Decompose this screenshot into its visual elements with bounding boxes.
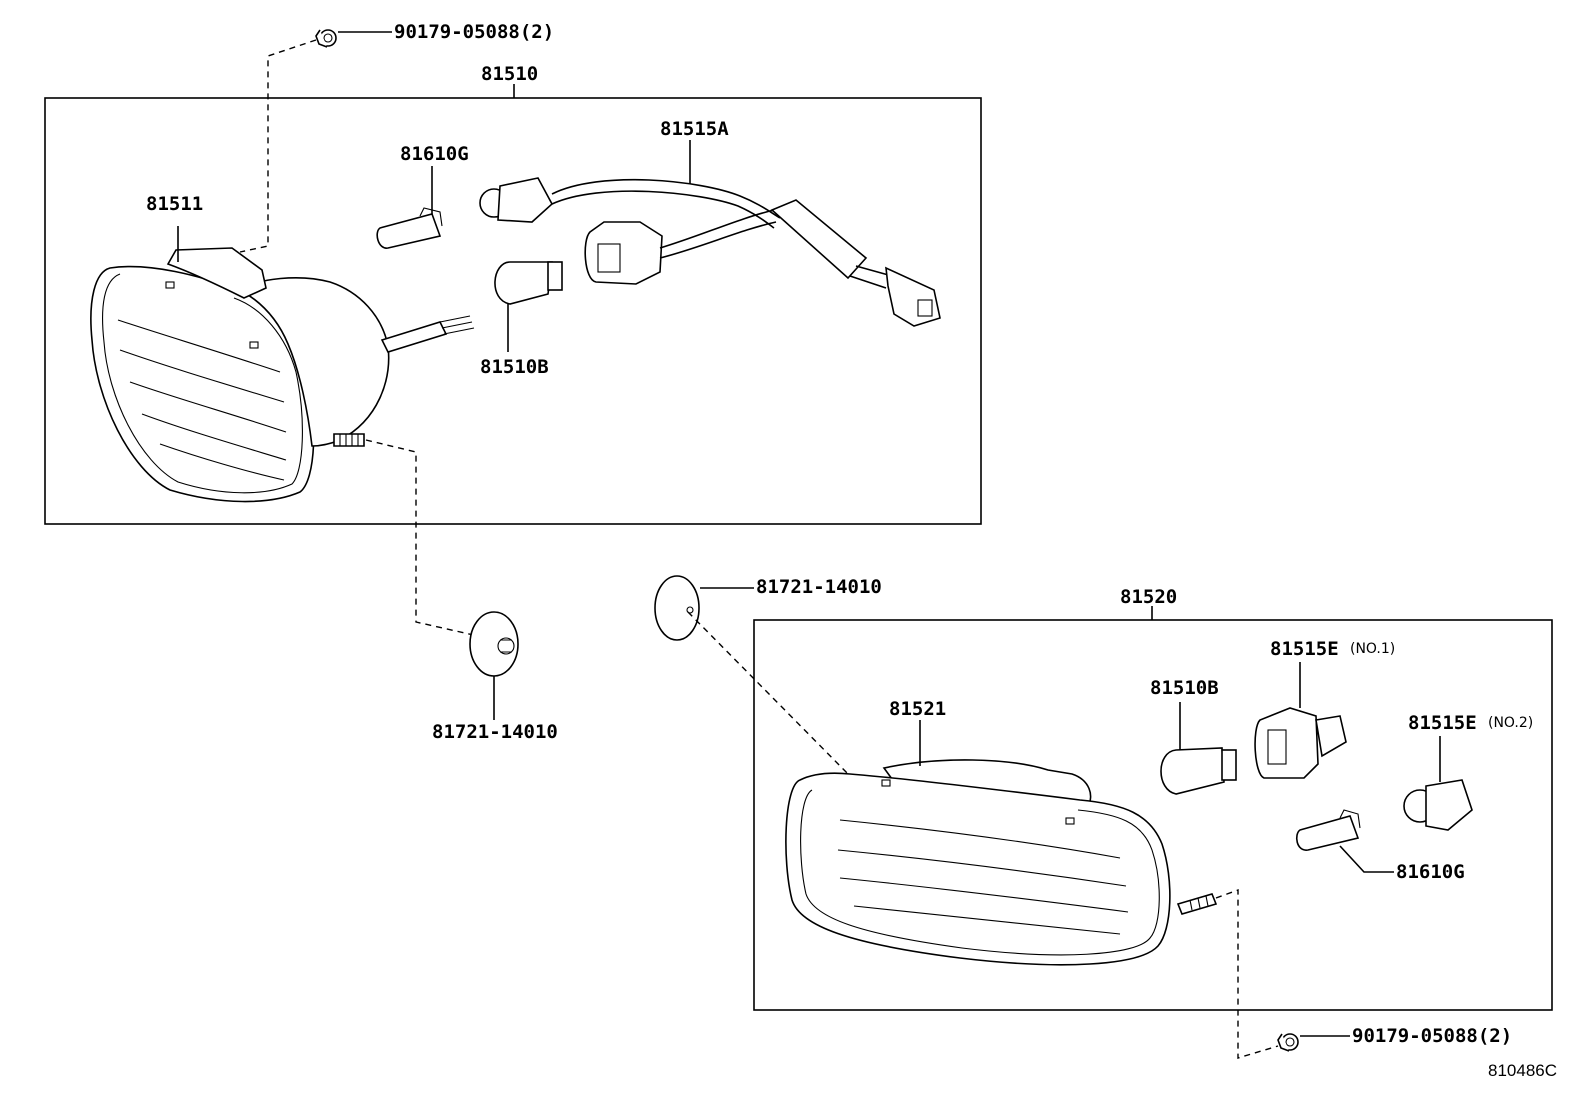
label-bulb-right: 81510B [1150, 677, 1219, 699]
label-assy-left: 81510 [481, 63, 538, 85]
grommet-right [654, 575, 700, 641]
label-socket-no2-note: (NO.2) [1488, 715, 1533, 731]
label-socket-no1: 81515E [1270, 638, 1339, 660]
figure-reference: 810486C [1488, 1061, 1557, 1080]
lamp-right [785, 759, 1218, 966]
label-nut-bottom: 90179-05088(2) [1352, 1025, 1512, 1047]
label-nut-top: 90179-05088(2) [394, 21, 554, 43]
label-grommet-right: 81721-14010 [756, 576, 882, 598]
grommet-left [469, 611, 519, 677]
label-grommet-left: 81721-14010 [432, 721, 558, 743]
socket-no1 [1254, 707, 1347, 779]
nut-top [315, 29, 337, 48]
assembly-box-right [753, 619, 1553, 1011]
label-socket-no2: 81515E [1408, 712, 1477, 734]
label-bulb-small-left: 81610G [400, 143, 469, 165]
bulb-left [494, 261, 563, 305]
bulb-right [1160, 747, 1237, 795]
label-bulb-left: 81510B [480, 356, 549, 378]
label-bulb-small-right: 81610G [1396, 861, 1465, 883]
nut-bottom [1277, 1033, 1299, 1052]
bulb-small-left [376, 207, 443, 249]
label-assy-right: 81520 [1120, 586, 1177, 608]
socket-wire-harness [479, 177, 941, 327]
label-lens-left: 81511 [146, 193, 203, 215]
label-socket-wire: 81515A [660, 118, 729, 140]
socket-no2 [1403, 779, 1473, 831]
assembly-box-left [44, 97, 982, 525]
label-socket-no1-note: (NO.1) [1350, 641, 1395, 657]
bulb-small-right [1295, 809, 1361, 851]
label-lens-right: 81521 [889, 698, 946, 720]
lamp-left [90, 247, 475, 503]
